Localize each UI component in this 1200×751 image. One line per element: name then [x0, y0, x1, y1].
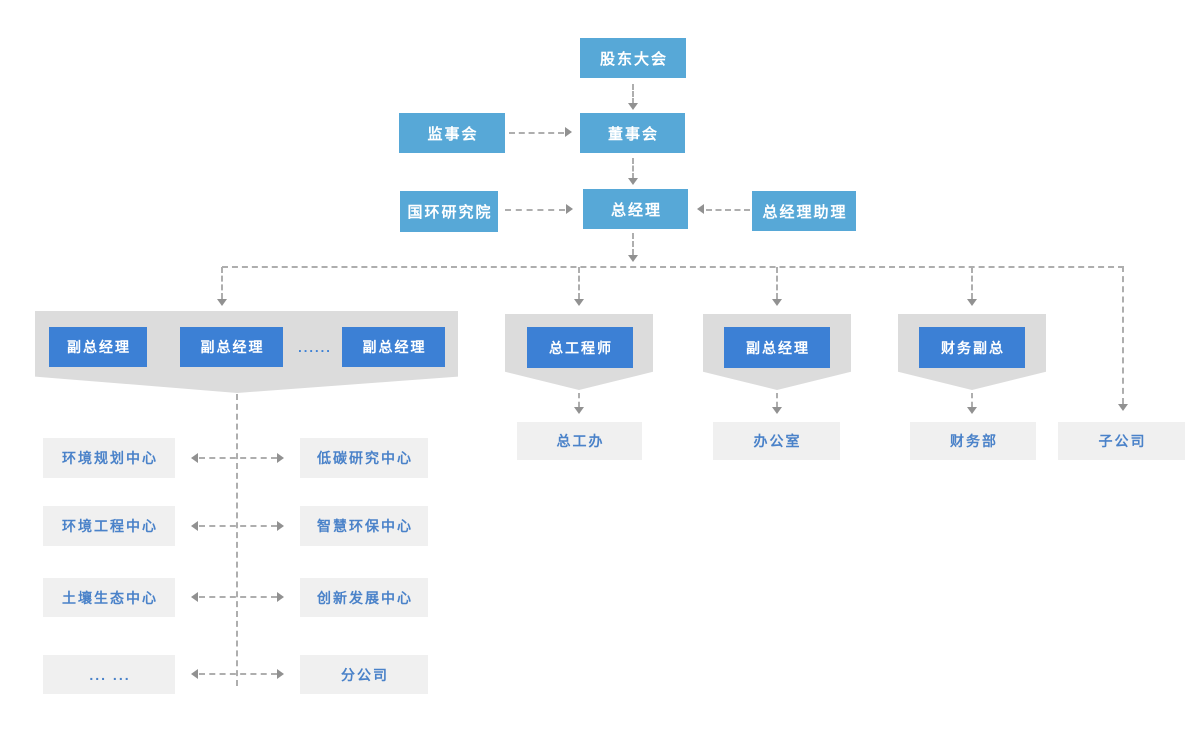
node-env-planning-center: 环境规划中心	[43, 438, 175, 478]
node-more-centers: ... ...	[43, 655, 175, 694]
connector-chief-engineer-office	[578, 393, 580, 407]
arrow-down-icon	[574, 299, 584, 306]
connector-deputy-spine	[236, 394, 238, 686]
arrow-left-icon	[191, 521, 198, 531]
connector-assistant-gm	[706, 209, 750, 211]
connector-gm-trunk	[632, 233, 634, 255]
node-finance-deputy-gm: 财务副总	[919, 327, 1025, 368]
connector-main-rail	[222, 266, 1124, 268]
arrow-right-icon	[277, 592, 284, 602]
arrow-left-icon	[191, 453, 198, 463]
arrow-right-icon	[277, 521, 284, 531]
arrow-down-icon	[967, 407, 977, 414]
connector-research-gm	[505, 209, 565, 211]
node-shareholders-meeting: 股东大会	[580, 38, 686, 78]
node-general-manager: 总经理	[583, 189, 688, 229]
connector-row3	[199, 596, 277, 598]
connector-drop-deputy-group	[221, 267, 223, 299]
node-general-office: 办公室	[713, 422, 840, 460]
connector-board-gm	[632, 158, 634, 179]
arrow-down-icon	[574, 407, 584, 414]
arrow-right-icon	[566, 204, 573, 214]
connector-drop-deputy-admin	[776, 267, 778, 299]
node-board-of-directors: 董事会	[580, 113, 685, 153]
node-innovation-center: 创新发展中心	[300, 578, 428, 617]
node-deputy-gm-1: 副总经理	[49, 327, 147, 367]
connector-deputy-admin-office	[776, 393, 778, 407]
arrow-right-icon	[565, 127, 572, 137]
connector-shareholders-board	[632, 84, 634, 104]
arrow-right-icon	[277, 669, 284, 679]
node-branch-company: 分公司	[300, 655, 428, 694]
arrow-left-icon	[191, 592, 198, 602]
arrow-right-icon	[277, 453, 284, 463]
connector-row2	[199, 525, 277, 527]
connector-drop-subsidiary	[1122, 266, 1124, 404]
node-subsidiary: 子公司	[1058, 422, 1185, 460]
node-deputy-gm-admin: 副总经理	[724, 327, 830, 368]
node-deputy-gm-2: 副总经理	[180, 327, 283, 367]
node-finance-department: 财务部	[910, 422, 1036, 460]
connector-drop-chief-engineer	[578, 267, 580, 299]
node-research-institute: 国环研究院	[400, 191, 498, 232]
deputy-ellipsis: ......	[298, 340, 332, 355]
arrow-down-icon	[628, 103, 638, 110]
connector-row1	[199, 457, 277, 459]
connector-supervisory-board	[509, 132, 564, 134]
node-chief-engineer: 总工程师	[527, 327, 633, 368]
node-supervisory-board: 监事会	[399, 113, 505, 153]
node-chief-engineer-office: 总工办	[517, 422, 642, 460]
arrow-left-icon	[697, 204, 704, 214]
node-deputy-gm-3: 副总经理	[342, 327, 445, 367]
arrow-down-icon	[1118, 404, 1128, 411]
arrow-down-icon	[628, 255, 638, 262]
node-gm-assistant: 总经理助理	[752, 191, 856, 231]
connector-row4	[199, 673, 277, 675]
connector-finance-dept	[971, 393, 973, 407]
arrow-down-icon	[967, 299, 977, 306]
arrow-down-icon	[217, 299, 227, 306]
node-smart-envprotect-center: 智慧环保中心	[300, 506, 428, 546]
node-env-engineering-center: 环境工程中心	[43, 506, 175, 546]
arrow-left-icon	[191, 669, 198, 679]
arrow-down-icon	[628, 178, 638, 185]
arrow-down-icon	[772, 299, 782, 306]
node-soil-ecology-center: 土壤生态中心	[43, 578, 175, 617]
arrow-down-icon	[772, 407, 782, 414]
connector-drop-finance-deputy	[971, 267, 973, 299]
node-low-carbon-center: 低碳研究中心	[300, 438, 428, 478]
